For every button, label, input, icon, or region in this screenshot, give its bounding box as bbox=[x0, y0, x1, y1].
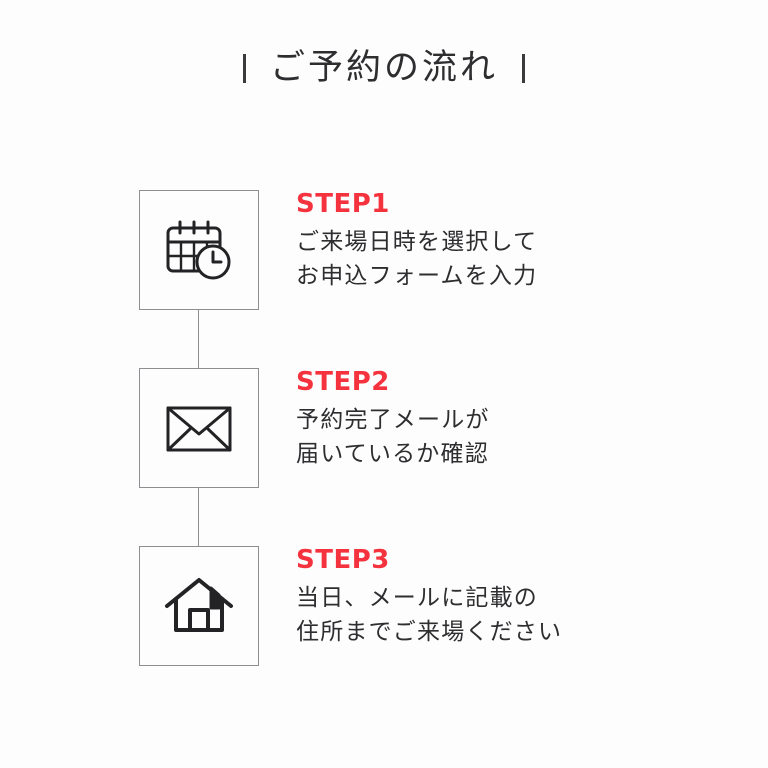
title-left-rule bbox=[242, 53, 246, 83]
step-3-icon-box bbox=[139, 546, 259, 666]
step-2-description-line-1: 予約完了メールが bbox=[296, 407, 490, 433]
step-3-label: STEP3 bbox=[296, 545, 390, 575]
step-1-description: ご来場日時を選択して お申込フォームを入力 bbox=[296, 225, 696, 293]
step-2-description: 予約完了メールが 届いているか確認 bbox=[296, 403, 696, 471]
step-item-1: STEP1 ご来場日時を選択して お申込フォームを入力 bbox=[139, 188, 699, 310]
step-3-description: 当日、メールに記載の 住所までご来場ください bbox=[296, 581, 696, 649]
connector-line-1 bbox=[198, 309, 199, 369]
envelope-icon bbox=[165, 402, 233, 454]
step-3-description-line-2: 住所までご来場ください bbox=[296, 619, 563, 645]
step-1-label: STEP1 bbox=[296, 189, 390, 219]
step-2-body: STEP2 予約完了メールが 届いているか確認 bbox=[296, 366, 696, 471]
step-2-description-line-2: 届いているか確認 bbox=[296, 441, 489, 467]
step-1-icon-box bbox=[139, 190, 259, 310]
step-3-body: STEP3 当日、メールに記載の 住所までご来場ください bbox=[296, 544, 696, 649]
step-1-description-line-1: ご来場日時を選択して bbox=[296, 229, 538, 255]
title-right-rule bbox=[522, 53, 525, 83]
page-title: ご予約の流れ bbox=[0, 46, 768, 90]
page-title-text: ご予約の流れ bbox=[269, 48, 498, 88]
step-item-3: STEP3 当日、メールに記載の 住所までご来場ください bbox=[139, 544, 699, 666]
connector-line-2 bbox=[198, 487, 199, 547]
step-1-body: STEP1 ご来場日時を選択して お申込フォームを入力 bbox=[296, 188, 696, 293]
calendar-clock-icon bbox=[163, 218, 235, 282]
step-2-label: STEP2 bbox=[296, 367, 390, 397]
step-1-description-line-2: お申込フォームを入力 bbox=[296, 263, 538, 289]
step-3-description-line-1: 当日、メールに記載の bbox=[296, 585, 538, 611]
step-2-icon-box bbox=[139, 368, 259, 488]
house-icon bbox=[163, 575, 235, 637]
step-item-2: STEP2 予約完了メールが 届いているか確認 bbox=[139, 366, 699, 488]
